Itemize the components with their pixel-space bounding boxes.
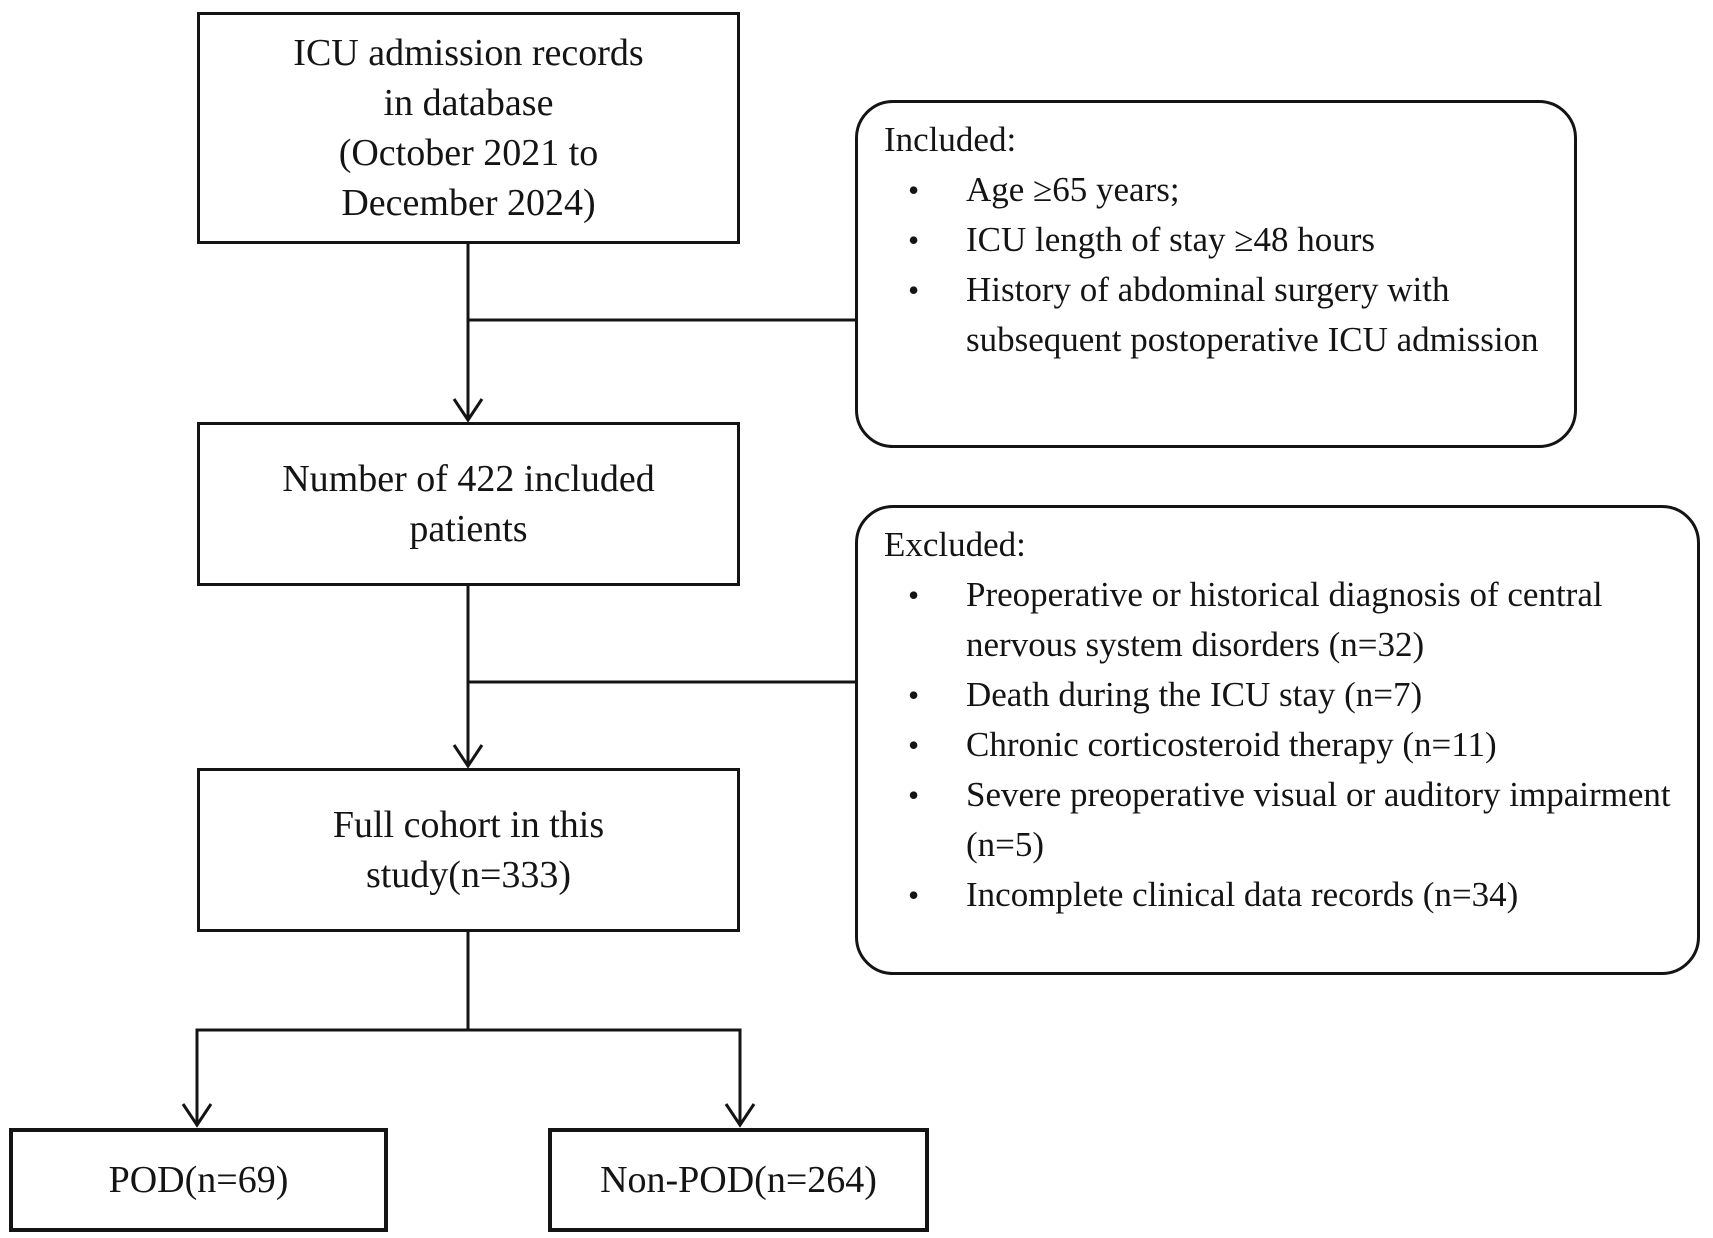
- excluded-criterion: Chronic corticosteroid therapy (n=11): [908, 720, 1679, 770]
- excluded-criteria-list: Preoperative or historical diagnosis of …: [858, 570, 1679, 920]
- panel-excluded-criteria: Excluded: Preoperative or historical dia…: [855, 505, 1700, 975]
- included-criteria-list: Age ≥65 years; ICU length of stay ≥48 ho…: [858, 165, 1556, 365]
- panel-included-criteria: Included: Age ≥65 years; ICU length of s…: [855, 100, 1577, 448]
- box-text-line: (October 2021 to: [338, 132, 599, 174]
- box-text-line: in database: [383, 82, 554, 124]
- box-full-cohort: Full cohort in this study(n=333): [197, 768, 740, 932]
- connector-branch-to-pod: [181, 1030, 213, 1128]
- box-text-line: study(n=333): [365, 854, 572, 896]
- box-non-pod-group: Non-POD(n=264): [548, 1128, 929, 1232]
- box-text-line: Full cohort in this: [332, 804, 605, 846]
- box-pod-group: POD(n=69): [9, 1128, 388, 1232]
- box-text-line: ICU admission records: [293, 32, 644, 74]
- connector-records-to-included-patients: [452, 244, 484, 423]
- box-included-patients: Number of 422 included patients: [197, 422, 740, 586]
- box-icu-admission-records: ICU admission records in database (Octob…: [197, 12, 740, 244]
- excluded-criterion: Severe preoperative visual or auditory i…: [908, 770, 1679, 870]
- box-text-line: patients: [409, 508, 528, 550]
- box-text-line: Number of 422 included: [282, 458, 655, 500]
- excluded-criterion: Death during the ICU stay (n=7): [908, 670, 1679, 720]
- arrowhead-down-icon: [452, 398, 484, 423]
- connector-branch-to-non-pod: [724, 1030, 756, 1128]
- arrowhead-down-icon: [724, 1103, 756, 1128]
- arrowhead-down-icon: [452, 744, 484, 769]
- box-text-line: POD(n=69): [108, 1159, 289, 1201]
- excluded-panel-title: Excluded:: [884, 525, 1026, 564]
- included-criterion: History of abdominal surgery with subseq…: [908, 265, 1556, 365]
- connector-included-patients-to-full-cohort: [452, 586, 484, 769]
- included-criterion: ICU length of stay ≥48 hours: [908, 215, 1556, 265]
- included-criterion: Age ≥65 years;: [908, 165, 1556, 215]
- excluded-criterion: Incomplete clinical data records (n=34): [908, 870, 1679, 920]
- excluded-criterion: Preoperative or historical diagnosis of …: [908, 570, 1679, 670]
- connector-full-cohort-to-branch: [195, 932, 742, 1032]
- arrowhead-down-icon: [181, 1103, 213, 1128]
- box-text-line: Non-POD(n=264): [600, 1159, 877, 1201]
- box-text-line: December 2024): [341, 182, 596, 224]
- included-panel-title: Included:: [884, 120, 1017, 159]
